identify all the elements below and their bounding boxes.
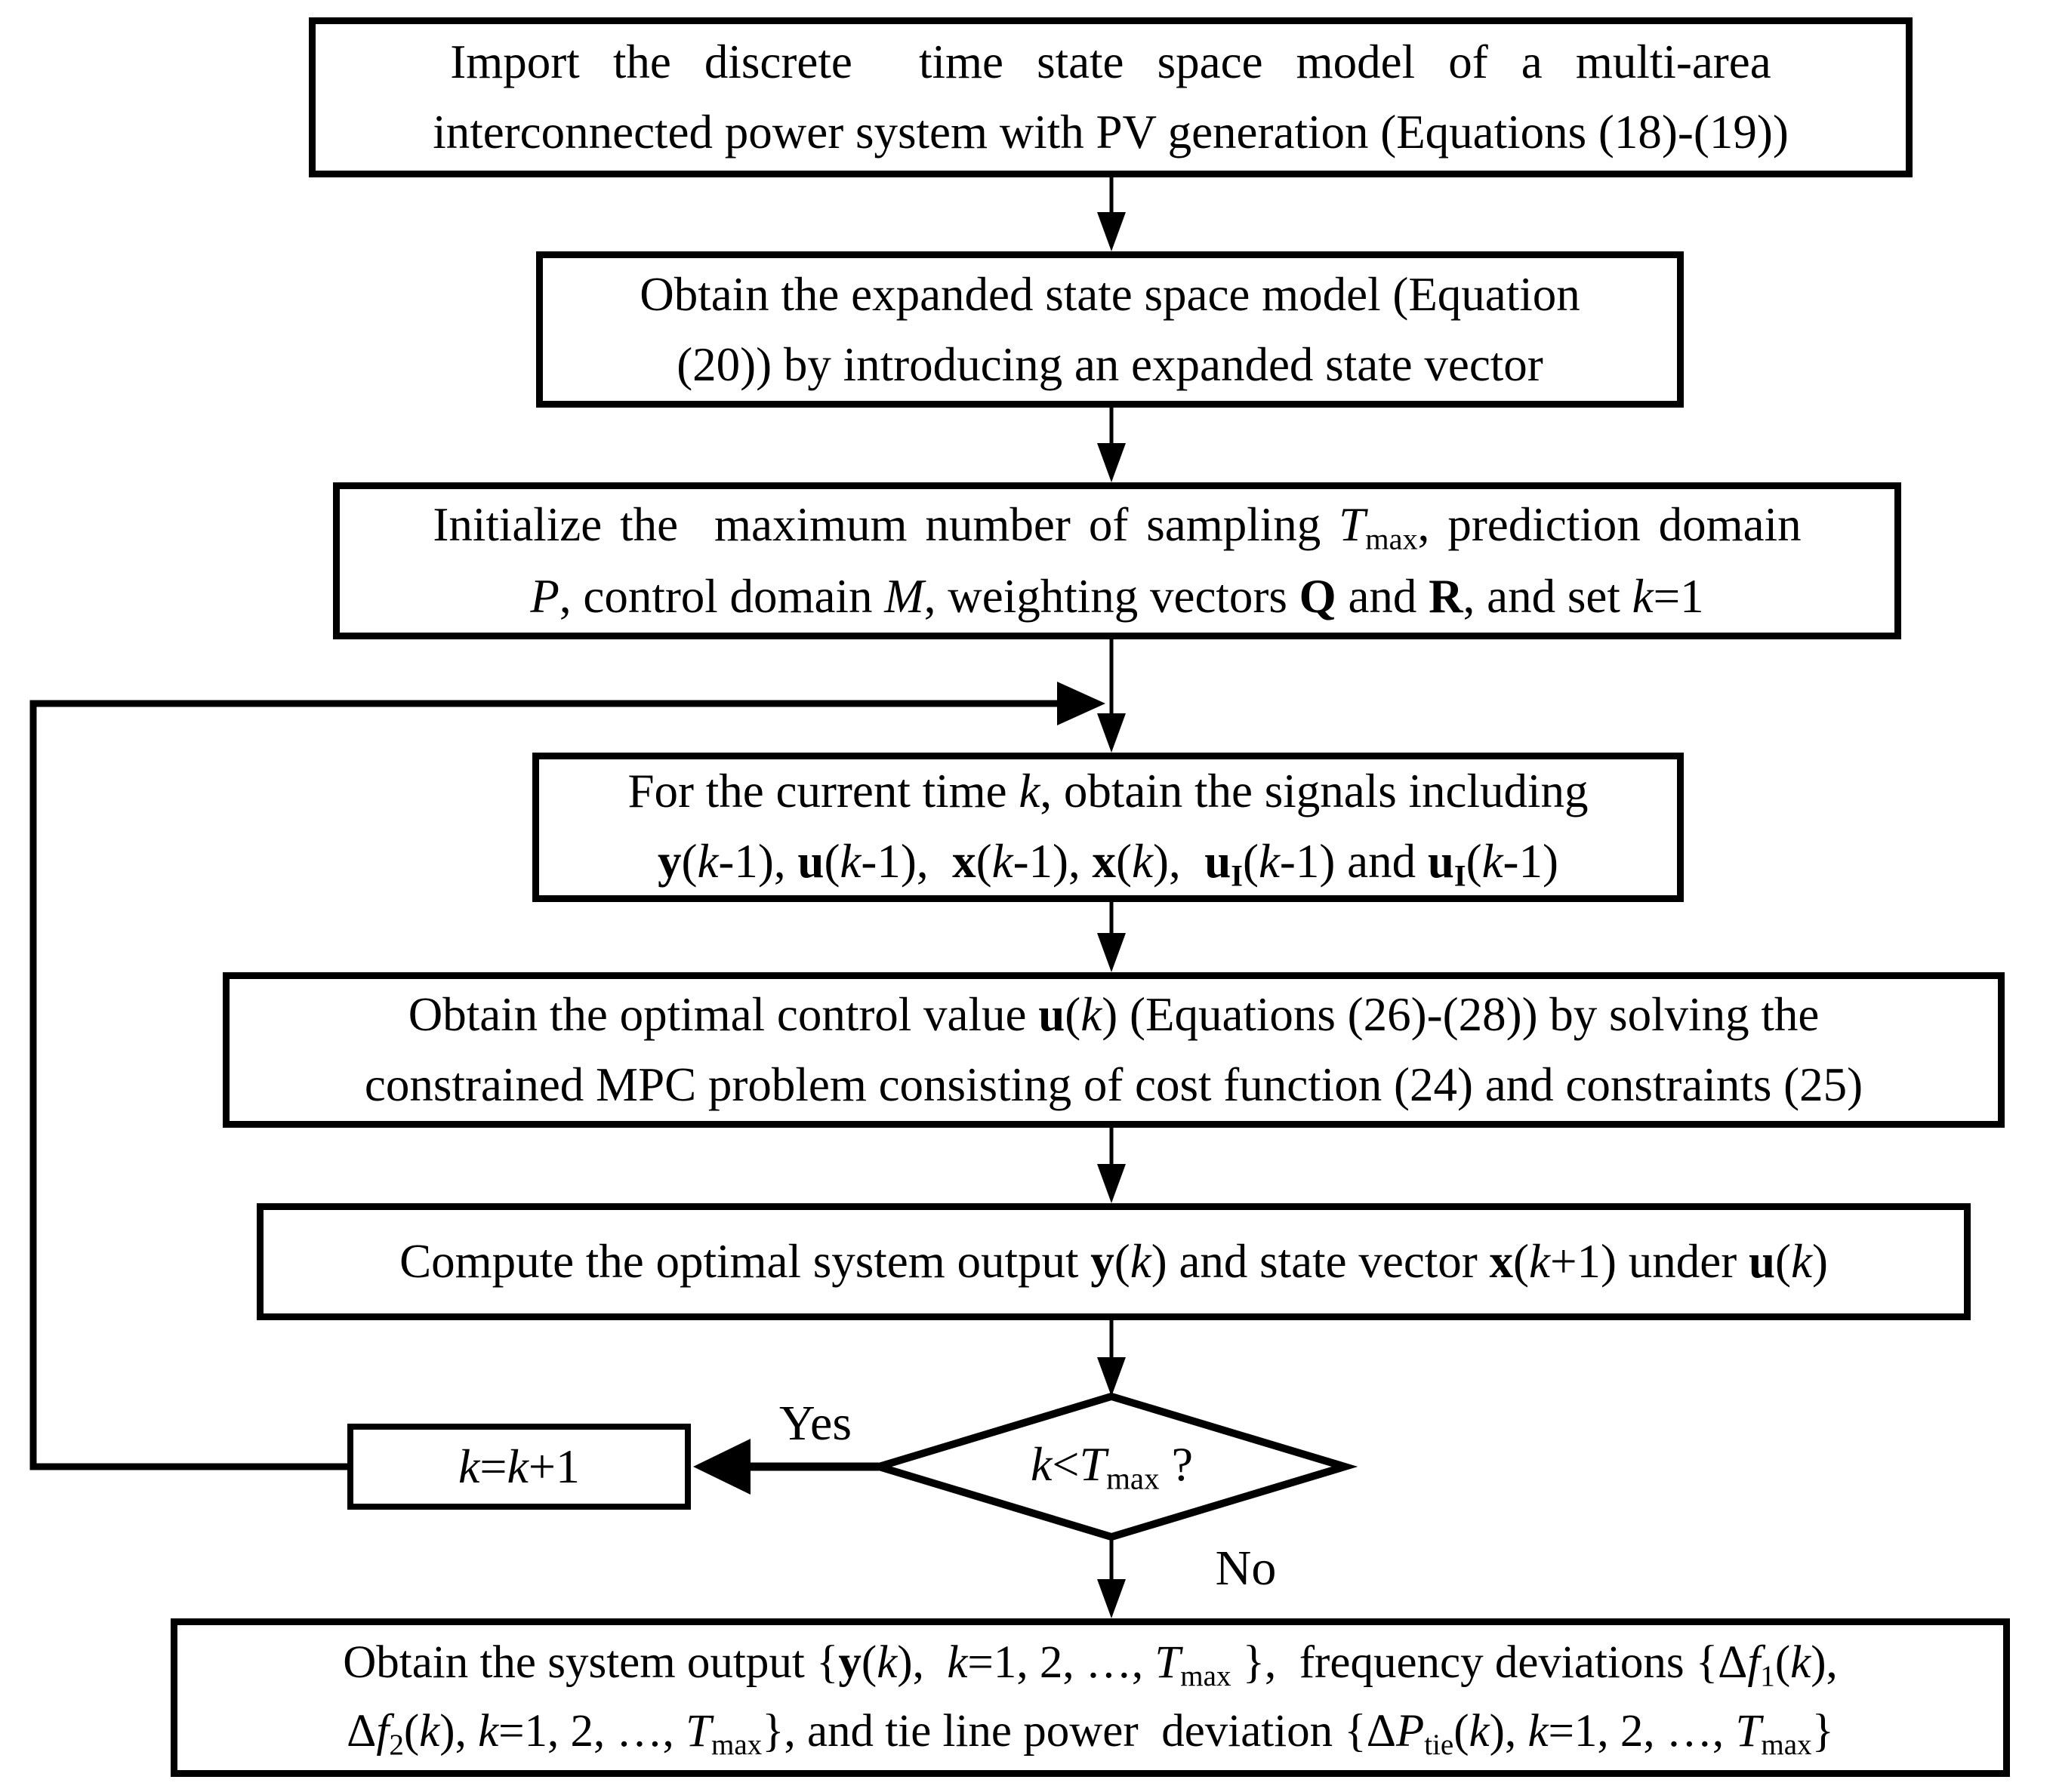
feedback-loop-line: [29, 682, 1105, 1470]
step-increment-k: k=k+1: [347, 1424, 691, 1510]
step-expanded-model: Obtain the expanded state space model (E…: [536, 251, 1684, 408]
step-text-line: Obtain the expanded state space model (E…: [640, 267, 1580, 321]
step-text-line: Import the discrete time state space mod…: [450, 35, 1771, 89]
decision-diamond: [865, 1392, 1358, 1541]
step-text-line: For the current time k, obtain the signa…: [627, 765, 1589, 818]
step-solve-mpc: Obtain the optimal control value u(k) (E…: [223, 972, 2005, 1128]
step-text-line: constrained MPC problem consisting of co…: [364, 1058, 1863, 1111]
step-compute-output: Compute the optimal system output y(k) a…: [257, 1203, 1971, 1320]
step-text-line: Obtain the optimal control value u(k) (E…: [408, 988, 1820, 1042]
edge-label-yes: Yes: [778, 1396, 852, 1451]
step-text-line: k<Tmax ?: [1030, 1437, 1193, 1496]
step-text-line: Initialize the maximum number of samplin…: [433, 498, 1802, 556]
step-obtain-signals: For the current time k, obtain the signa…: [532, 753, 1684, 902]
step-text-line: Obtain the system output {y(k), k=1, 2, …: [343, 1637, 1838, 1692]
step-text-line: interconnected power system with PV gene…: [433, 106, 1789, 159]
step-import-model: Import the discrete time state space mod…: [309, 17, 1913, 177]
arrow-no-to-output: [1097, 1537, 1126, 1618]
decision-condition-text: k<Tmax ?: [879, 1396, 1345, 1537]
step-text-line: y(k-1), u(k-1), x(k-1), x(k), uI(k-1) an…: [657, 835, 1559, 893]
arrow-import-to-expand: [1097, 177, 1126, 251]
arrow-signals-to-optimize: [1097, 902, 1126, 972]
step-initialize-parameters: Initialize the maximum number of samplin…: [333, 482, 1901, 639]
arrow-yes-to-increment: [693, 1439, 879, 1495]
arrow-optimize-to-compute: [1097, 1128, 1126, 1203]
arrow-compute-to-decision: [1097, 1320, 1126, 1396]
edge-label-no: No: [1215, 1541, 1277, 1596]
step-text-line: Δf2(k), k=1, 2, …, Tmax}, and tie line p…: [347, 1706, 1834, 1761]
step-text-line: Compute the optimal system output y(k) a…: [399, 1235, 1828, 1289]
step-final-output: Obtain the system output {y(k), k=1, 2, …: [171, 1618, 2010, 1777]
arrow-initialize-to-signals: [1097, 639, 1126, 753]
step-text-line: (20)) by introducing an expanded state v…: [677, 337, 1543, 391]
step-text-line: P, control domain M, weighting vectors Q…: [530, 569, 1704, 623]
step-text-line: k=k+1: [458, 1439, 580, 1493]
arrow-expand-to-initialize: [1097, 408, 1126, 482]
